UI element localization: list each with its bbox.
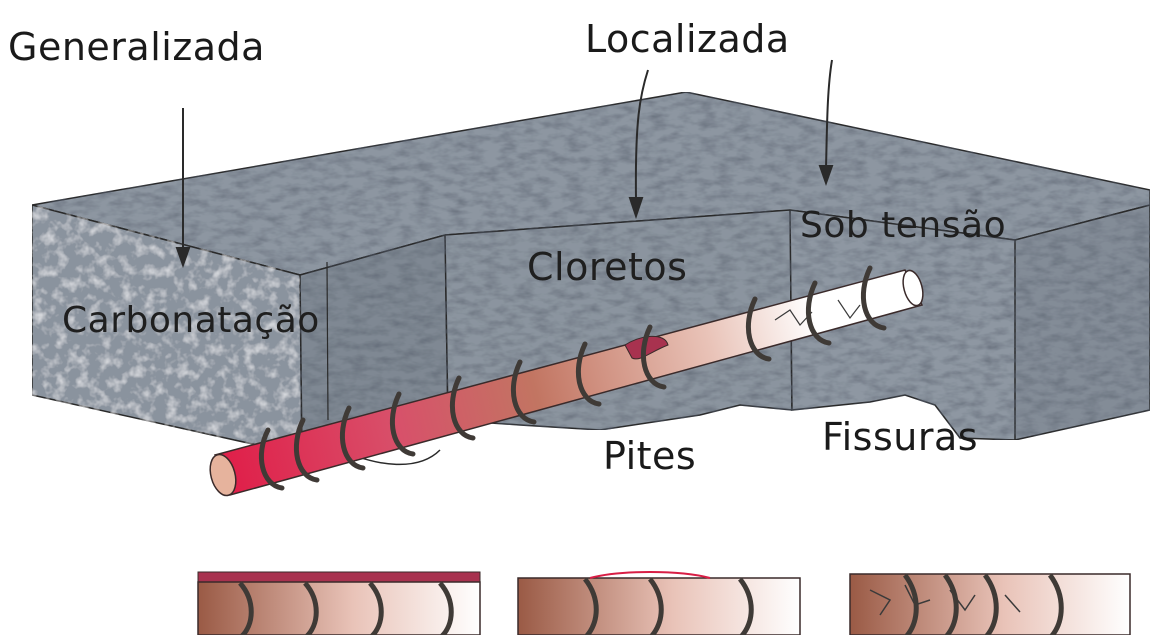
label-cloretos: Cloretos bbox=[527, 248, 687, 286]
label-carbonatacao: Carbonatação bbox=[62, 303, 320, 339]
label-localizada: Localizada bbox=[585, 20, 790, 58]
detail-bar-fissuras bbox=[850, 574, 1130, 635]
concrete-far-right-face bbox=[1015, 205, 1150, 440]
detail-bar-generalizada bbox=[198, 572, 480, 635]
label-sob-tensao: Sob tensão bbox=[800, 208, 1006, 244]
label-fissuras: Fissuras bbox=[822, 418, 978, 456]
detail-bar-cloretos bbox=[518, 572, 800, 635]
detail-bars bbox=[198, 572, 1130, 635]
label-pites: Pites bbox=[603, 437, 696, 475]
label-generalizada: Generalizada bbox=[8, 28, 265, 66]
